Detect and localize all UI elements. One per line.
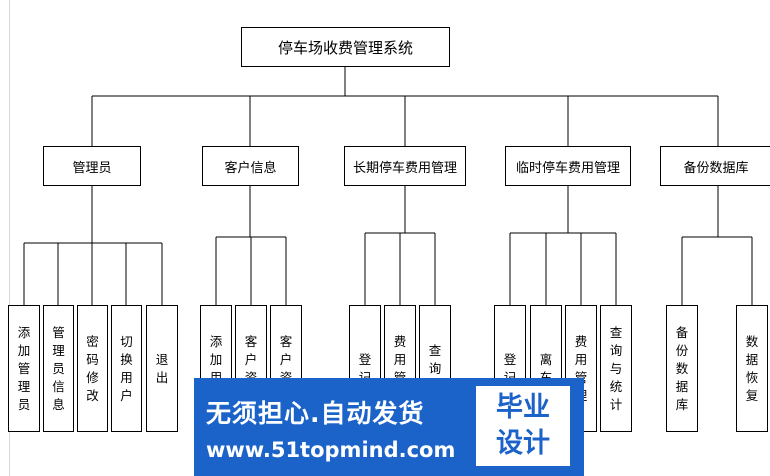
module-label: 长期停车费用管理: [352, 160, 457, 176]
watermark-url: www.51topmind.com: [206, 438, 456, 462]
badge-line-1: 毕业: [496, 392, 550, 423]
module-label: 管理员: [72, 160, 112, 176]
leaf-data-restore: 数据恢复: [736, 305, 768, 432]
module-longterm-box: 长期停车费用管理: [344, 146, 466, 186]
left-edge-rule: [9, 0, 10, 476]
leaf-admin-info: 管理员信息: [43, 305, 74, 432]
module-temporary-box: 临时停车费用管理: [505, 146, 631, 186]
watermark-slogan: 无须担心.自动发货: [206, 399, 425, 428]
leaf-backup-db: 备份数据库: [666, 305, 698, 432]
leaf-exit: 退出: [146, 305, 178, 432]
module-label: 客户信息: [224, 160, 277, 176]
root-system-box: 停车场收费管理系统: [241, 27, 450, 67]
leaf-switch-user: 切换用户: [111, 305, 142, 432]
watermark-badge: 毕业 设计: [476, 386, 570, 466]
module-label: 临时停车费用管理: [515, 160, 620, 176]
leaf-temp-query-stats: 查询与统计: [600, 305, 632, 432]
module-admin-box: 管理员: [43, 146, 141, 186]
module-backup-box: 备份数据库: [660, 146, 770, 186]
badge-line-2: 设计: [496, 428, 550, 459]
module-label: 备份数据库: [683, 160, 749, 176]
module-customer-box: 客户信息: [202, 146, 299, 186]
watermark-banner: 无须担心.自动发货 www.51topmind.com 毕业 设计: [194, 378, 584, 476]
leaf-change-password: 密码修改: [77, 305, 108, 432]
root-title: 停车场收费管理系统: [277, 38, 413, 57]
leaf-add-admin: 添加管理员: [8, 305, 40, 432]
